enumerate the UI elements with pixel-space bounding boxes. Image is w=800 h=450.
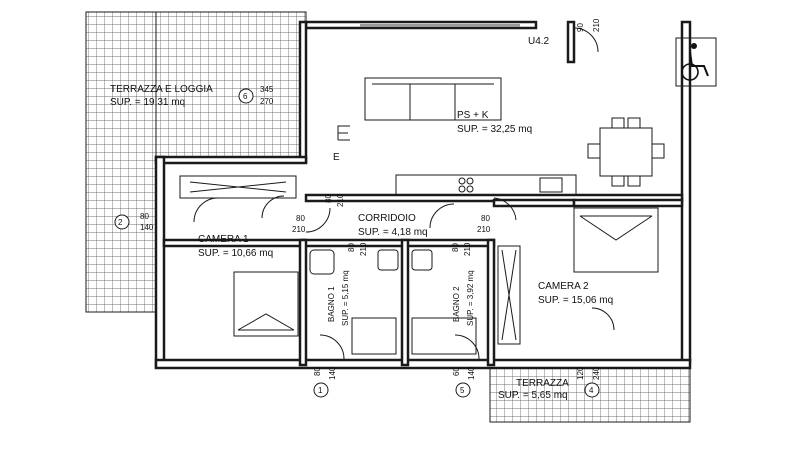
misc-labels: U4.2 E <box>333 36 550 163</box>
terrazza-loggia-dim-top: 345 <box>260 85 274 94</box>
win1-dim-h: 140 <box>328 366 337 380</box>
corr-b-dim-h: 210 <box>292 225 306 234</box>
win5-dim-h: 140 <box>467 366 476 380</box>
win1-dim-w: 80 <box>313 367 322 376</box>
terrace-loggia-area <box>85 11 307 313</box>
wardrobe-camera-2 <box>497 245 521 345</box>
window-tag-4: 4 <box>589 386 594 395</box>
door-swings <box>193 27 615 360</box>
camera2-name: CAMERA 2 <box>538 281 589 292</box>
bagno2-door-dim-h: 210 <box>463 242 472 256</box>
terrazza-area: SUP. = 5,65 mq <box>498 390 568 401</box>
bed-camera-1 <box>233 271 299 337</box>
camera2-area: SUP. = 15,06 mq <box>538 295 613 306</box>
dining-table <box>587 117 665 187</box>
loggia-door-dim-w: 80 <box>140 212 149 221</box>
wheelchair-icon <box>675 37 717 87</box>
kitchen-counter <box>395 174 577 196</box>
entry-dim-w: 90 <box>576 23 585 32</box>
bagno2-name: BAGNO 2 <box>452 286 461 322</box>
corr-b-dim-w: 80 <box>296 214 305 223</box>
bagno1-door-dim-h: 210 <box>359 242 368 256</box>
corridoio-area: SUP. = 4,18 mq <box>358 227 428 238</box>
window-tag-1: 1 <box>318 386 323 395</box>
circle-markers <box>114 88 600 398</box>
sofa <box>364 77 502 121</box>
bagno1-area: SUP. = 5,15 mq <box>341 270 350 326</box>
terrazza-loggia-dim-bottom: 270 <box>260 97 274 106</box>
unit-label: U4.2 <box>528 36 550 47</box>
living-name: PS + K <box>457 110 489 121</box>
corr-a-dim-h: 210 <box>336 193 345 207</box>
wardrobe-camera-1 <box>179 175 297 199</box>
bed-camera-2 <box>573 207 659 273</box>
corr-a-dim-w: 80 <box>324 194 333 203</box>
loggia-door-tag: 2 <box>118 218 123 227</box>
entrance-marker <box>337 125 350 141</box>
entrance-letter: E <box>333 152 340 163</box>
bagno2-door-dim-w: 80 <box>451 243 460 252</box>
win4-dim-w: 120 <box>576 366 585 380</box>
terrazza-loggia-name: TERRAZZA E LOGGIA <box>110 84 213 95</box>
room-labels: TERRAZZA E LOGGIA SUP. = 19,31 mq 6 345 … <box>110 84 613 401</box>
bathroom-fixtures <box>309 249 477 355</box>
terrazza-loggia-tag: 6 <box>243 92 248 101</box>
entry-dim-h: 210 <box>592 18 601 32</box>
win4-dim-h: 240 <box>592 366 601 380</box>
bagno1-name: BAGNO 1 <box>327 286 336 322</box>
living-area: SUP. = 32,25 mq <box>457 124 532 135</box>
camera1-area: SUP. = 10,66 mq <box>198 248 273 259</box>
loggia-door-dim-h: 140 <box>140 223 154 232</box>
camera1-name: CAMERA 1 <box>198 234 249 245</box>
bagno2-area: SUP. = 3,92 mq <box>466 270 475 326</box>
corr-c-dim-h: 210 <box>477 225 491 234</box>
window-tag-5: 5 <box>460 386 465 395</box>
win5-dim-w: 60 <box>452 367 461 376</box>
dimension-labels: 90 210 80 140 2 80 210 80 210 80 210 80 … <box>118 18 601 395</box>
bagno1-door-dim-w: 80 <box>347 243 356 252</box>
terrazza-loggia-area: SUP. = 19,31 mq <box>110 97 185 108</box>
terrazza-name: TERRAZZA <box>516 378 569 389</box>
corridoio-name: CORRIDOIO <box>358 213 416 224</box>
corr-c-dim-w: 80 <box>481 214 490 223</box>
